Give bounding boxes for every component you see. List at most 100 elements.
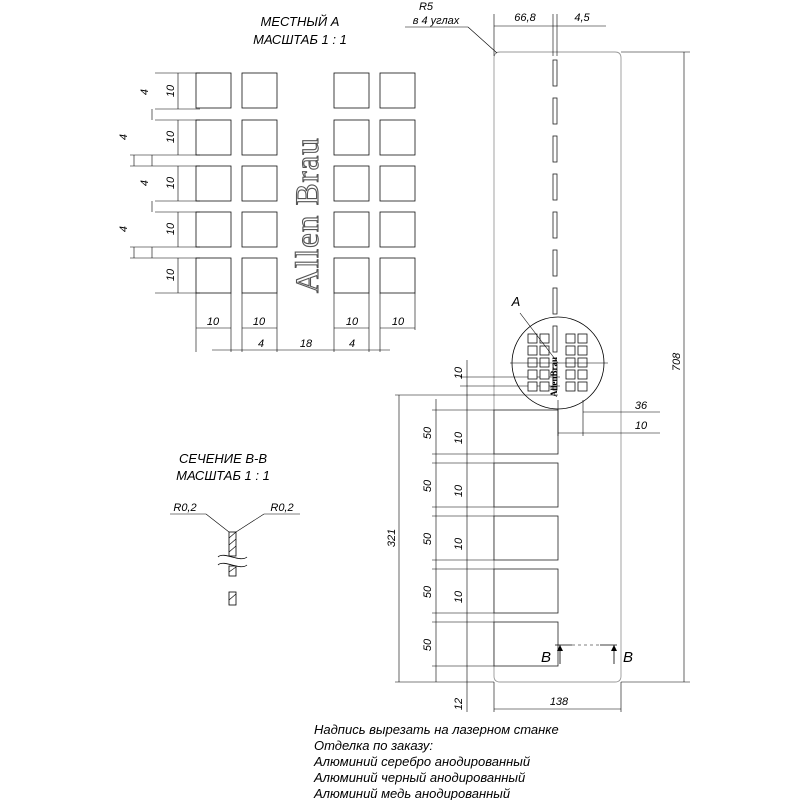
dim-slot-width: 4,5 [574, 12, 590, 24]
slot-dash [552, 59, 558, 87]
section-bb-title-line1: СЕЧЕНИЕ В-В [179, 451, 267, 466]
dim-slot-height-3: 50 [422, 532, 434, 545]
mini-square [539, 333, 550, 344]
mini-square [527, 333, 538, 344]
grid-square [379, 211, 416, 248]
mini-square [565, 369, 576, 380]
note-line-2: Отделка по заказу: [314, 738, 433, 753]
dim-grill-height: 321 [386, 529, 398, 547]
mini-square [539, 357, 550, 368]
mini-square [539, 345, 550, 356]
grid-square [195, 119, 232, 156]
slot-dash [552, 287, 558, 315]
dim-slot-gap-3: 10 [453, 537, 465, 550]
grill-slot [493, 568, 559, 614]
grill-slot [493, 621, 559, 667]
center-slot-line [552, 59, 558, 391]
mini-square [565, 345, 576, 356]
grid-square [379, 72, 416, 109]
grid-square [333, 165, 370, 202]
grill-slot [493, 462, 559, 508]
dim-height: 708 [671, 352, 683, 371]
dim-bottom-gap-1: 4 [258, 338, 264, 350]
dim-square-2: 10 [165, 130, 177, 143]
dim-slot-gap-2: 10 [453, 484, 465, 497]
dim-top-offset: 66,8 [514, 12, 536, 24]
radius-note: в 4 углах [413, 15, 460, 27]
note-line-1: Надпись вырезать на лазерном станке [314, 722, 559, 737]
dim-square-4: 10 [165, 222, 177, 235]
mini-square [527, 369, 538, 380]
dim-slot-height-1: 50 [422, 426, 434, 439]
dim-bottom-center: 18 [300, 338, 313, 350]
grid-square [195, 165, 232, 202]
mini-square [527, 345, 538, 356]
mini-square [565, 381, 576, 392]
mini-square [577, 333, 588, 344]
radius-label: R5 [419, 1, 434, 13]
svg-text:Allen Brau: Allen Brau [290, 137, 326, 293]
grid-square [333, 72, 370, 109]
grid-square [241, 119, 278, 156]
dim-bottom-sq-2: 10 [253, 316, 266, 328]
notes: Надпись вырезать на лазерном станке Отде… [313, 722, 559, 800]
detail-marker: A [511, 294, 521, 309]
detail-a-brand-text: Allen Brau [289, 137, 326, 294]
dim-36: 36 [635, 400, 648, 412]
dim-width: 138 [550, 696, 569, 708]
slot-dash [552, 249, 558, 277]
mini-square [565, 333, 576, 344]
grid-square [241, 72, 278, 109]
grid-square [379, 257, 416, 294]
grid-square [333, 211, 370, 248]
dim-slot-height-5: 50 [422, 638, 434, 651]
grill-slot [493, 409, 559, 455]
dim-bottom: 12 [453, 698, 465, 710]
dim-square-5: 10 [165, 268, 177, 281]
detail-a-bottom-dimensions [195, 293, 416, 352]
slot-dash [552, 97, 558, 125]
dim-slot-height-4: 50 [422, 585, 434, 598]
note-line-3: Алюминий серебро анодированный [313, 754, 530, 769]
dim-slot-height-2: 50 [422, 479, 434, 492]
grid-square [241, 165, 278, 202]
dim-square-1: 10 [165, 84, 177, 97]
mini-square [527, 381, 538, 392]
grid-square [333, 257, 370, 294]
mini-square [577, 381, 588, 392]
mini-square [577, 369, 588, 380]
detail-a-square-grid [195, 72, 416, 294]
slot-dash [552, 211, 558, 239]
grill-slots [493, 409, 559, 667]
section-bb: СЕЧЕНИЕ В-В МАСШТАБ 1 : 1 R0,2 R0,2 [170, 451, 300, 606]
dim-top-grill: 10 [453, 366, 465, 379]
dim-bottom-sq-3: 10 [346, 316, 359, 328]
slot-dash [552, 135, 558, 163]
section-marker-right: B [623, 649, 633, 666]
dim-gap-3: 4 [139, 180, 151, 186]
grid-square [241, 211, 278, 248]
grid-square [379, 119, 416, 156]
grid-square [333, 119, 370, 156]
note-line-4: Алюминий черный анодированный [313, 770, 525, 785]
dim-slot-gap-1: 10 [453, 431, 465, 444]
slot-dash [552, 325, 558, 353]
dim-bottom-gap-2: 4 [349, 338, 355, 350]
grid-square [379, 165, 416, 202]
detail-a: МЕСТНЫЙ А МАСШТАБ 1 : 1 Allen Brau [118, 13, 416, 352]
dim-bottom-sq-1: 10 [207, 316, 220, 328]
section-marker-left: B [541, 649, 551, 666]
svg-text:AllenBrau: AllenBrau [549, 357, 559, 397]
main-view: R5 в 4 углах 66,8 4,5 708 138 [386, 1, 690, 712]
mini-square-grid [527, 333, 588, 392]
detail-a-title-line1: МЕСТНЫЙ А [261, 13, 340, 29]
dim-10: 10 [635, 420, 648, 432]
mini-square [539, 381, 550, 392]
section-bb-title-line2: МАСШТАБ 1 : 1 [176, 468, 270, 483]
dim-gap-4: 4 [118, 226, 130, 232]
grid-square [195, 211, 232, 248]
dim-square-3: 10 [165, 176, 177, 189]
dim-gap-2: 4 [118, 134, 130, 140]
grid-square [195, 72, 232, 109]
